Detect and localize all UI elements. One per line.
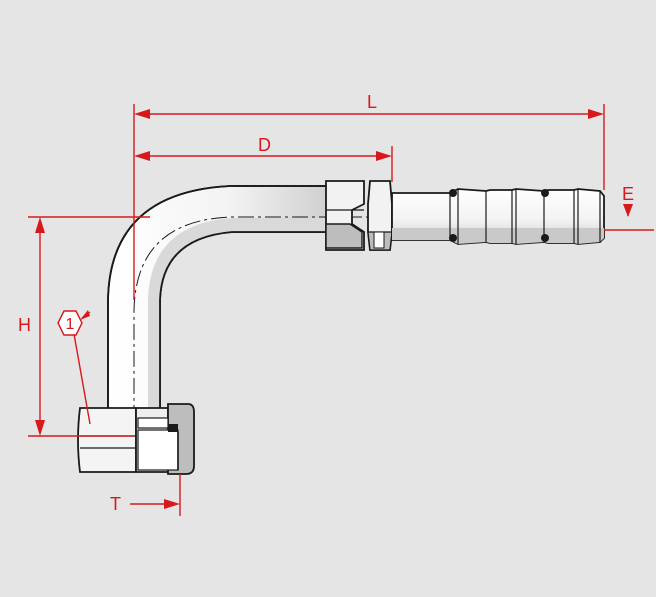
dimension-t bbox=[130, 474, 181, 516]
dimension-e-label: E bbox=[622, 184, 634, 204]
dimension-e bbox=[604, 204, 654, 231]
swivel-nut bbox=[77, 403, 195, 475]
fitting-body bbox=[77, 180, 605, 475]
dimension-l-label: L bbox=[367, 92, 377, 112]
dimension-lines bbox=[28, 104, 654, 516]
dimension-h-label: H bbox=[18, 315, 31, 335]
hexagon-icon bbox=[57, 310, 83, 336]
dimension-d-label: D bbox=[258, 135, 271, 155]
locking-ring bbox=[367, 180, 393, 251]
ferrule bbox=[325, 180, 365, 251]
dimension-t-label: T bbox=[110, 494, 121, 514]
dimension-h bbox=[28, 216, 150, 437]
hexagon-marker: 1 bbox=[57, 310, 83, 336]
hose-tail bbox=[391, 188, 605, 245]
centre-line bbox=[133, 216, 605, 420]
hexagon-marker-number: 1 bbox=[66, 316, 75, 333]
dimension-l bbox=[134, 109, 604, 119]
dimension-d bbox=[134, 151, 392, 161]
